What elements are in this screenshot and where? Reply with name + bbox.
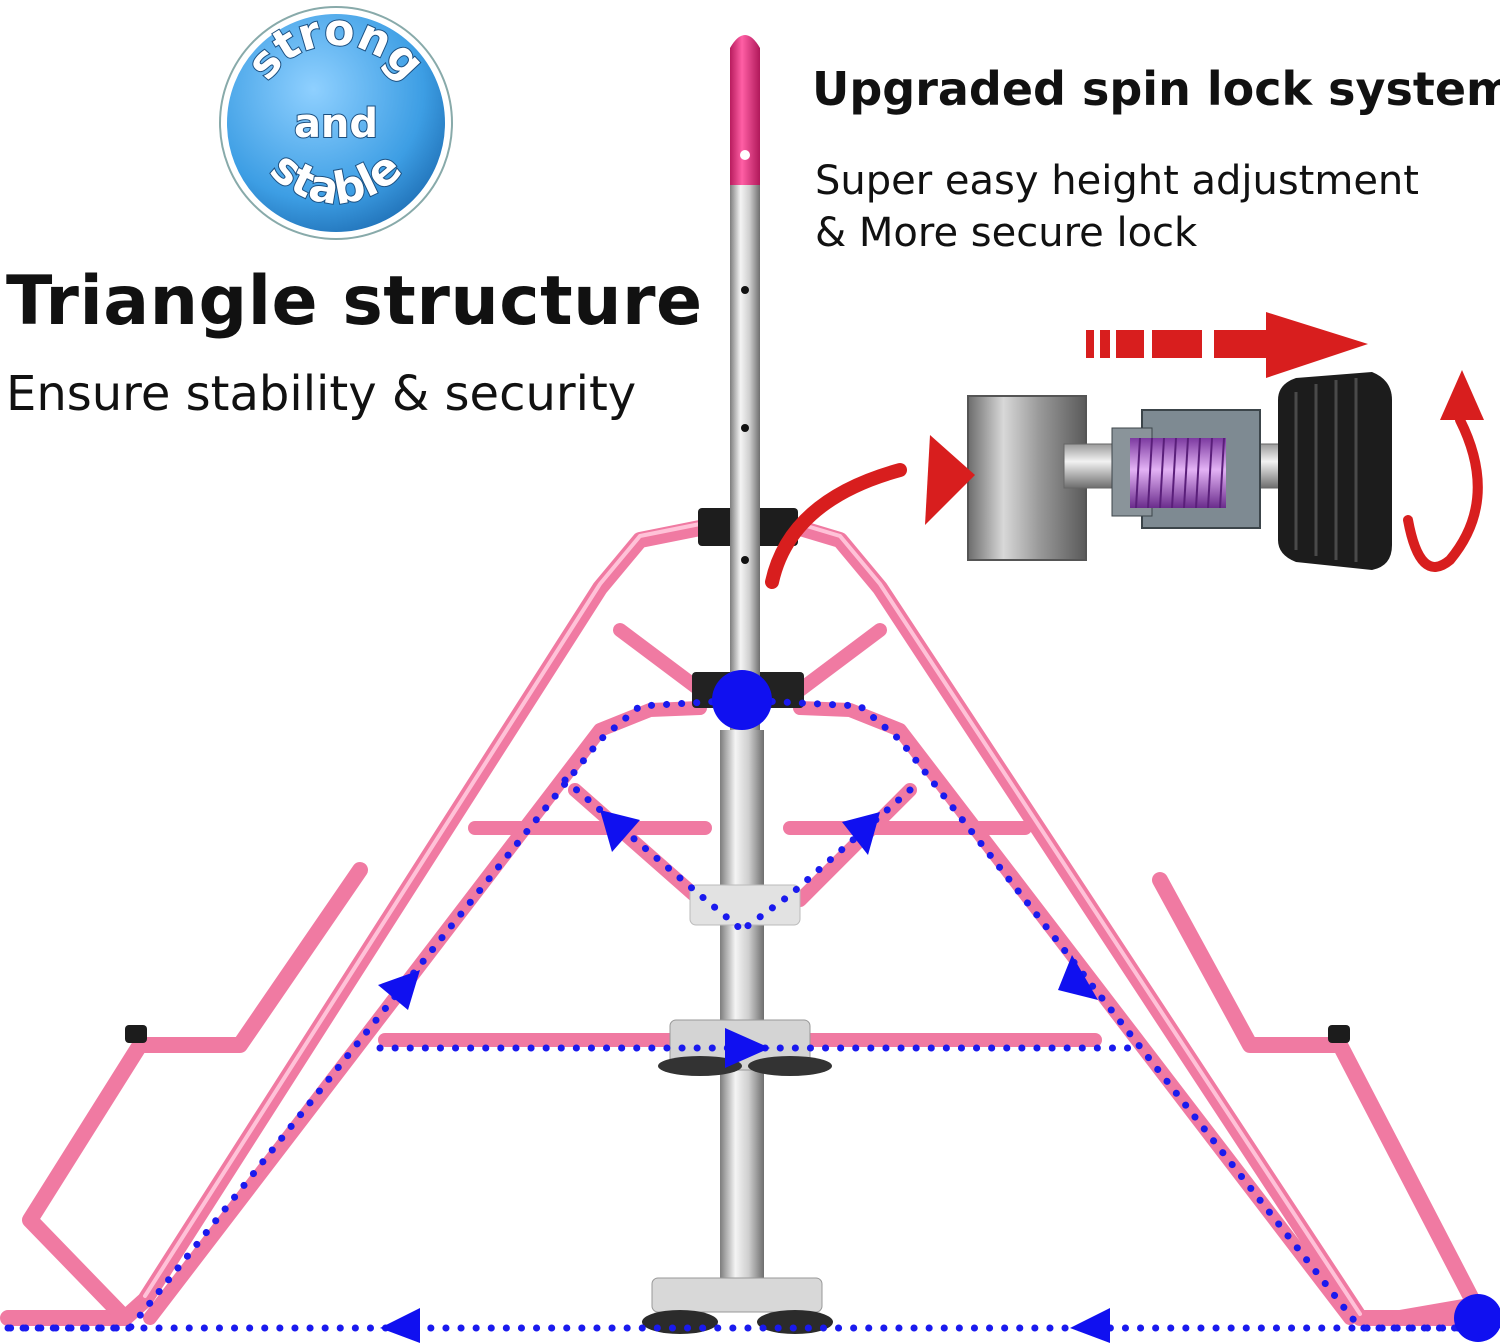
- outer-frame-highlight: [143, 522, 1362, 1316]
- joint-markers: [712, 670, 1500, 1342]
- triangle-arrow-icons: [378, 810, 1110, 1343]
- curved-red-arrow-icon: [765, 463, 907, 589]
- triangle-arrow-icon: [600, 810, 640, 852]
- left-subtitle: Ensure stability & security: [6, 366, 637, 422]
- center-pole: [642, 35, 833, 1334]
- direction-arrow-icon: [1086, 312, 1368, 378]
- triangle-arrow-icon: [725, 1028, 770, 1068]
- outer-frame: [0, 520, 1500, 1326]
- spin-lock-detail: [765, 312, 1484, 589]
- left-title: Triangle structure: [6, 262, 703, 341]
- knob-icon: [1278, 372, 1392, 570]
- right-subtitle-line-1: Super easy height adjustment: [815, 158, 1419, 204]
- triangle-arrow-icon: [842, 812, 880, 855]
- rotate-arrow-icon: [1403, 415, 1483, 572]
- rotate-arrow-head-icon: [1440, 370, 1484, 420]
- right-subtitle-line-2: & More secure lock: [815, 210, 1198, 256]
- strong-stable-badge: strong and stable: [218, 4, 454, 241]
- force-path: [4, 696, 1499, 1332]
- badge-circle-icon: [221, 8, 451, 238]
- right-title: Upgraded spin lock system: [812, 62, 1500, 116]
- triangle-arrow-icon: [380, 1308, 420, 1343]
- badge-middle-text: and: [294, 101, 378, 147]
- triangle-arrow-icon: [378, 970, 420, 1010]
- frame-caps: [125, 1025, 1350, 1043]
- triangle-arrow-icon: [1058, 955, 1098, 1000]
- triangle-arrow-icon: [1070, 1308, 1110, 1343]
